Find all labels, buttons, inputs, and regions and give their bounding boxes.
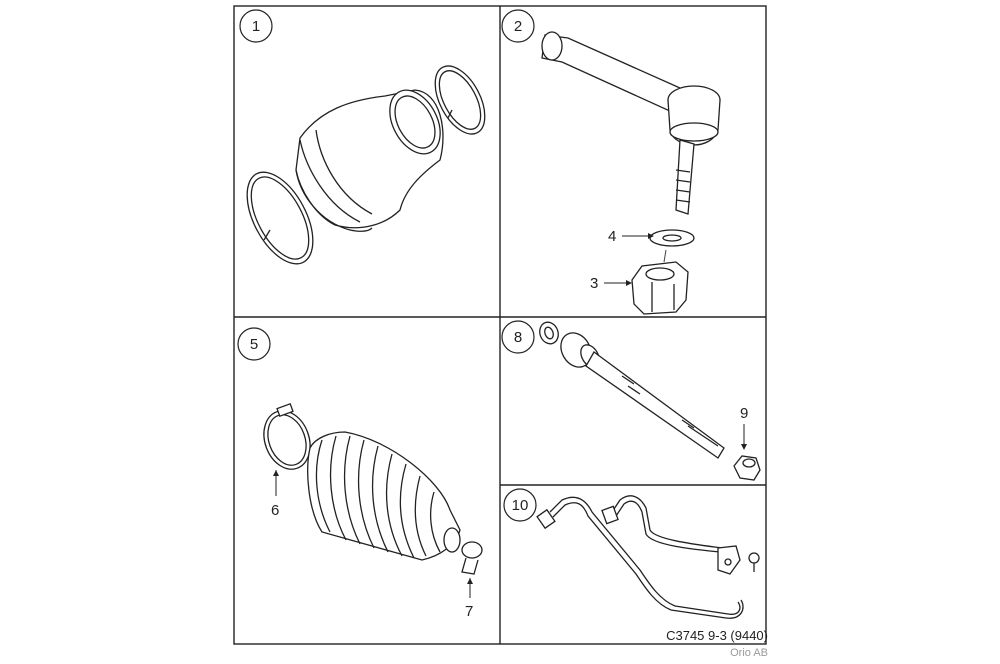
- callout-7: 7: [465, 603, 473, 620]
- panel-5: 5 6: [237, 327, 483, 620]
- callout-3: 3: [590, 275, 598, 292]
- jam-nut-part: [733, 455, 761, 481]
- panel-number-5: 5: [250, 336, 258, 353]
- panel-number-circle-1: [239, 9, 273, 43]
- panel-number-circle-10: [503, 488, 537, 522]
- bellows-part: [307, 431, 461, 561]
- boot-part: [246, 65, 486, 265]
- reference-code: C3745 9-3 (9440): [666, 628, 768, 643]
- nut-part: [631, 261, 689, 315]
- callout-6: 6: [271, 502, 279, 519]
- tie-rod-end-part: [541, 31, 721, 215]
- panel-10: 10: [503, 488, 760, 619]
- panel-8: 8 9: [501, 320, 761, 481]
- panel-number-1: 1: [252, 18, 260, 35]
- panel-number-circle-8: [501, 320, 535, 354]
- panel-number-10: 10: [512, 497, 529, 514]
- panel-2: 2 4 3: [501, 9, 721, 315]
- brand-watermark: Orio AB: [730, 647, 768, 659]
- inner-tie-rod-part: [539, 321, 725, 459]
- pipe-part: [536, 495, 760, 619]
- panel-number-circle-5: [237, 327, 271, 361]
- panel-number-circle-2: [501, 9, 535, 43]
- panel-number-8: 8: [514, 329, 522, 346]
- panel-1: 1: [239, 9, 486, 265]
- washer-part: [649, 229, 695, 247]
- callout-4: 4: [608, 228, 616, 245]
- clamp-part: [263, 403, 311, 470]
- small-clamp-part: [461, 541, 483, 575]
- panel-number-2: 2: [514, 18, 522, 35]
- callout-9: 9: [740, 405, 748, 422]
